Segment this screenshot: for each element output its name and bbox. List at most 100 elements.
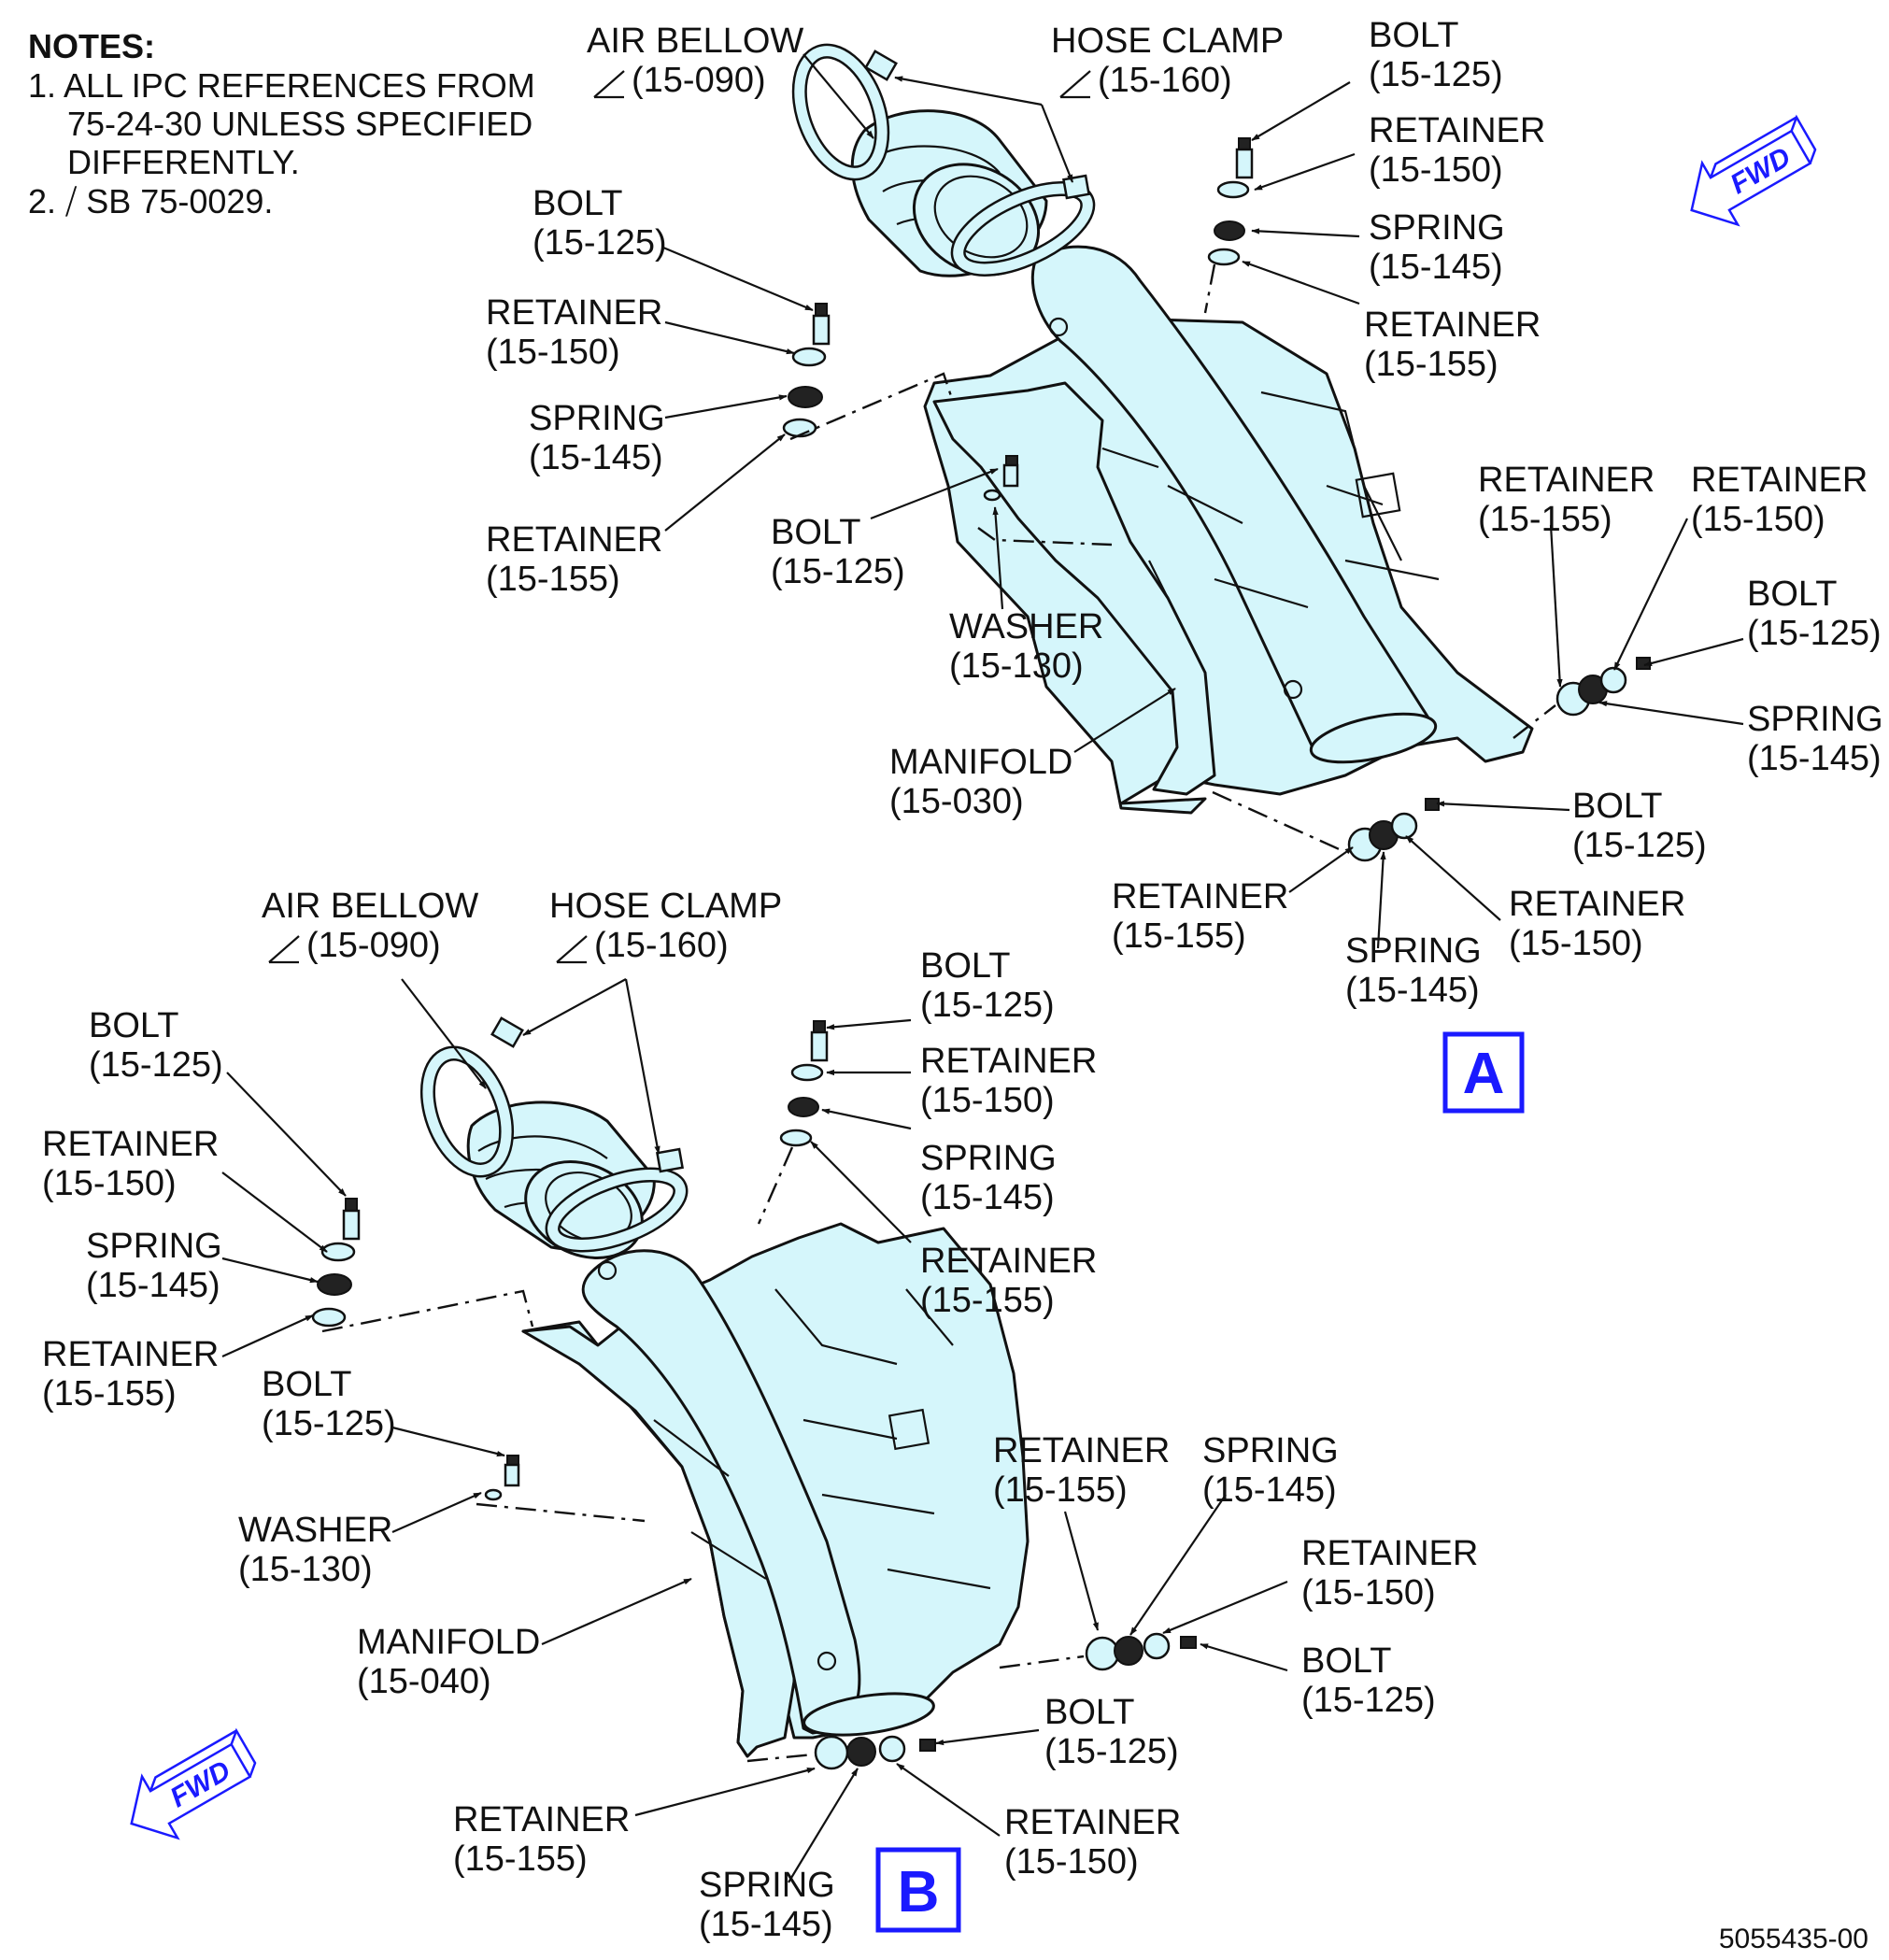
sb-flag-b-hose-clamp: [556, 935, 588, 964]
sb-flag-a-hose-clamp: [1059, 70, 1091, 99]
sb-flag-b-air-bellow: [268, 935, 300, 964]
note-1-line-1: 1. ALL IPC REFERENCES FROM: [28, 66, 535, 105]
label-b-washer: WASHER: [238, 1511, 392, 1550]
label-b-r-retainer-155: RETAINER: [993, 1431, 1170, 1470]
label-a-washer-ref: (15-130): [949, 646, 1084, 686]
label-b-c-bolt-ref: (15-125): [262, 1404, 396, 1443]
manifold-a-hole: [1048, 317, 1069, 337]
leaders-b: [221, 978, 1288, 1883]
hose-clamp-a-lower-inner: [953, 183, 1093, 275]
label-b-washer-ref: (15-130): [238, 1550, 373, 1589]
label-a-r-retainer-155: RETAINER: [1478, 461, 1655, 500]
assembly-line-b-4: [999, 1655, 1085, 1669]
hardware-a-bottom: [1347, 798, 1440, 862]
view-b-letter: B: [898, 1860, 940, 1924]
label-a-tr-retainer-155-ref: (15-155): [1364, 345, 1498, 384]
label-b-manifold: MANIFOLD: [357, 1623, 540, 1662]
label-b-r-retainer-155-ref: (15-155): [993, 1470, 1128, 1510]
hose-clamp-b-latch-upper: [490, 1016, 524, 1048]
hardware-a-top-right: [1207, 137, 1254, 266]
label-a-l-retainer-150-ref: (15-150): [486, 333, 620, 372]
hardware-b-left: [311, 1198, 361, 1328]
label-a-tr-retainer-150-ref: (15-150): [1369, 150, 1503, 190]
label-a-l-spring: SPRING: [529, 399, 665, 438]
notes-title: NOTES:: [28, 27, 155, 65]
note-1-line-2: 75-24-30 UNLESS SPECIFIED: [67, 105, 533, 143]
label-a-b-retainer-150: RETAINER: [1509, 885, 1685, 924]
hardware-a-center: [983, 455, 1019, 502]
view-b: AIR BELLOW (15-090) HOSE CLAMP (15-160) …: [42, 887, 1478, 1944]
hardware-b-center: [484, 1455, 520, 1501]
label-a-tr-bolt: BOLT: [1369, 16, 1458, 55]
label-b-l-retainer-155-ref: (15-155): [42, 1374, 177, 1413]
label-b-l-bolt: BOLT: [89, 1006, 178, 1045]
manifold-b-port: [888, 1408, 930, 1451]
label-a-b-retainer-155: RETAINER: [1112, 877, 1288, 916]
label-a-l-retainer-155-ref: (15-155): [486, 560, 620, 599]
label-b-b-retainer-155: RETAINER: [453, 1800, 630, 1839]
label-b-l-retainer-150: RETAINER: [42, 1125, 219, 1164]
label-b-r-bolt: BOLT: [1301, 1641, 1391, 1681]
label-b-r-retainer-150: RETAINER: [1301, 1534, 1478, 1573]
label-a-b-spring: SPRING: [1345, 931, 1482, 971]
label-a-tr-bolt-ref: (15-125): [1369, 55, 1503, 94]
label-b-l-spring: SPRING: [86, 1227, 222, 1266]
assembly-line-b-1: [757, 1146, 794, 1225]
label-b-l-retainer-155: RETAINER: [42, 1335, 219, 1374]
label-b-tr-retainer-155: RETAINER: [920, 1242, 1097, 1281]
label-b-l-retainer-150-ref: (15-150): [42, 1164, 177, 1203]
label-a-tr-retainer-155: RETAINER: [1364, 305, 1541, 345]
label-a-r-retainer-155-ref: (15-155): [1478, 500, 1612, 539]
assembly-line-a-5: [1212, 790, 1346, 854]
manifold-a-port: [1355, 472, 1401, 518]
label-a-manifold: MANIFOLD: [889, 743, 1072, 782]
hose-clamp-b-upper-inner: [422, 1048, 512, 1175]
label-b-tr-retainer-150-ref: (15-150): [920, 1081, 1055, 1120]
hardware-a-right: [1555, 657, 1651, 717]
label-b-l-bolt-ref: (15-125): [89, 1045, 223, 1085]
note-1-line-3: DIFFERENTLY.: [67, 143, 300, 181]
manifold-b-hole-2: [817, 1651, 837, 1671]
leaders-a: [662, 53, 1744, 949]
hardware-b-top-right: [779, 1020, 829, 1147]
label-a-b-bolt-ref: (15-125): [1572, 826, 1707, 865]
label-a-b-retainer-155-ref: (15-155): [1112, 916, 1246, 956]
hardware-b-right: [1085, 1632, 1197, 1671]
label-b-r-spring-ref: (15-145): [1202, 1470, 1337, 1510]
manifold-a-ribs: [1101, 391, 1440, 655]
assembly-line-b-5: [746, 1753, 814, 1763]
label-a-manifold-ref: (15-030): [889, 782, 1024, 821]
label-a-c-bolt: BOLT: [771, 513, 860, 552]
label-a-l-retainer-150: RETAINER: [486, 293, 662, 333]
label-a-r-retainer-150-ref: (15-150): [1691, 500, 1825, 539]
manifold-a-hole-2: [1283, 679, 1303, 700]
label-a-b-bolt: BOLT: [1572, 787, 1662, 826]
note-2: 2. ⧸ SB 75-0029.: [28, 182, 273, 220]
manifold-a-duct-outlet: [1309, 712, 1438, 764]
label-b-b-retainer-150: RETAINER: [1004, 1803, 1181, 1842]
label-a-r-retainer-150: RETAINER: [1691, 461, 1868, 500]
view-a: AIR BELLOW (15-090) HOSE CLAMP (15-160) …: [486, 16, 1883, 1114]
hose-clamp-a-latch-upper: [864, 50, 898, 81]
label-a-r-spring-ref: (15-145): [1747, 739, 1882, 778]
hardware-a-left: [782, 303, 831, 438]
document-number: 5055435-00: [1719, 1924, 1868, 1954]
label-b-air-bellow-ref: (15-090): [306, 926, 441, 965]
label-b-hose-clamp: HOSE CLAMP: [549, 887, 782, 926]
label-a-washer: WASHER: [949, 607, 1103, 646]
labels-b: AIR BELLOW (15-090) HOSE CLAMP (15-160) …: [42, 887, 1478, 1944]
label-a-l-bolt-ref: (15-125): [533, 223, 667, 263]
label-b-b-retainer-150-ref: (15-150): [1004, 1842, 1139, 1882]
label-a-l-spring-ref: (15-145): [529, 438, 663, 477]
hose-clamp-b-lower-inner: [547, 1170, 686, 1250]
label-a-l-retainer-155: RETAINER: [486, 520, 662, 560]
label-b-l-spring-ref: (15-145): [86, 1266, 220, 1305]
label-b-b-bolt: BOLT: [1044, 1693, 1134, 1732]
label-a-r-spring: SPRING: [1747, 700, 1883, 739]
label-a-air-bellow: AIR BELLOW: [587, 21, 803, 61]
hose-clamp-a-latch-lower: [1061, 174, 1091, 200]
assembly-line-a-1: [1203, 263, 1216, 314]
label-b-tr-retainer-150: RETAINER: [920, 1042, 1097, 1081]
label-a-hose-clamp-ref: (15-160): [1098, 61, 1232, 100]
